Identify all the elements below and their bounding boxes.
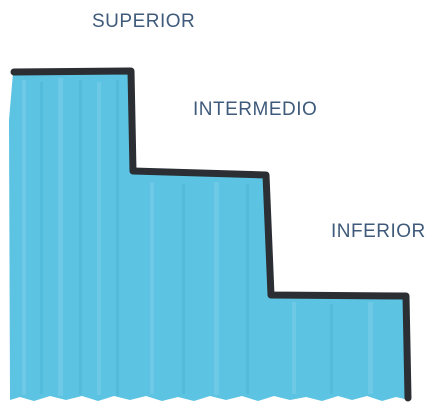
staircase-outline — [10, 67, 412, 402]
level-label-intermedio: INTERMEDIO — [193, 99, 318, 120]
marker-streaks — [22, 78, 373, 396]
staircase-fill — [9, 73, 409, 401]
level-label-inferior: INFERIOR — [331, 221, 426, 242]
level-label-superior: SUPERIOR — [92, 11, 196, 32]
